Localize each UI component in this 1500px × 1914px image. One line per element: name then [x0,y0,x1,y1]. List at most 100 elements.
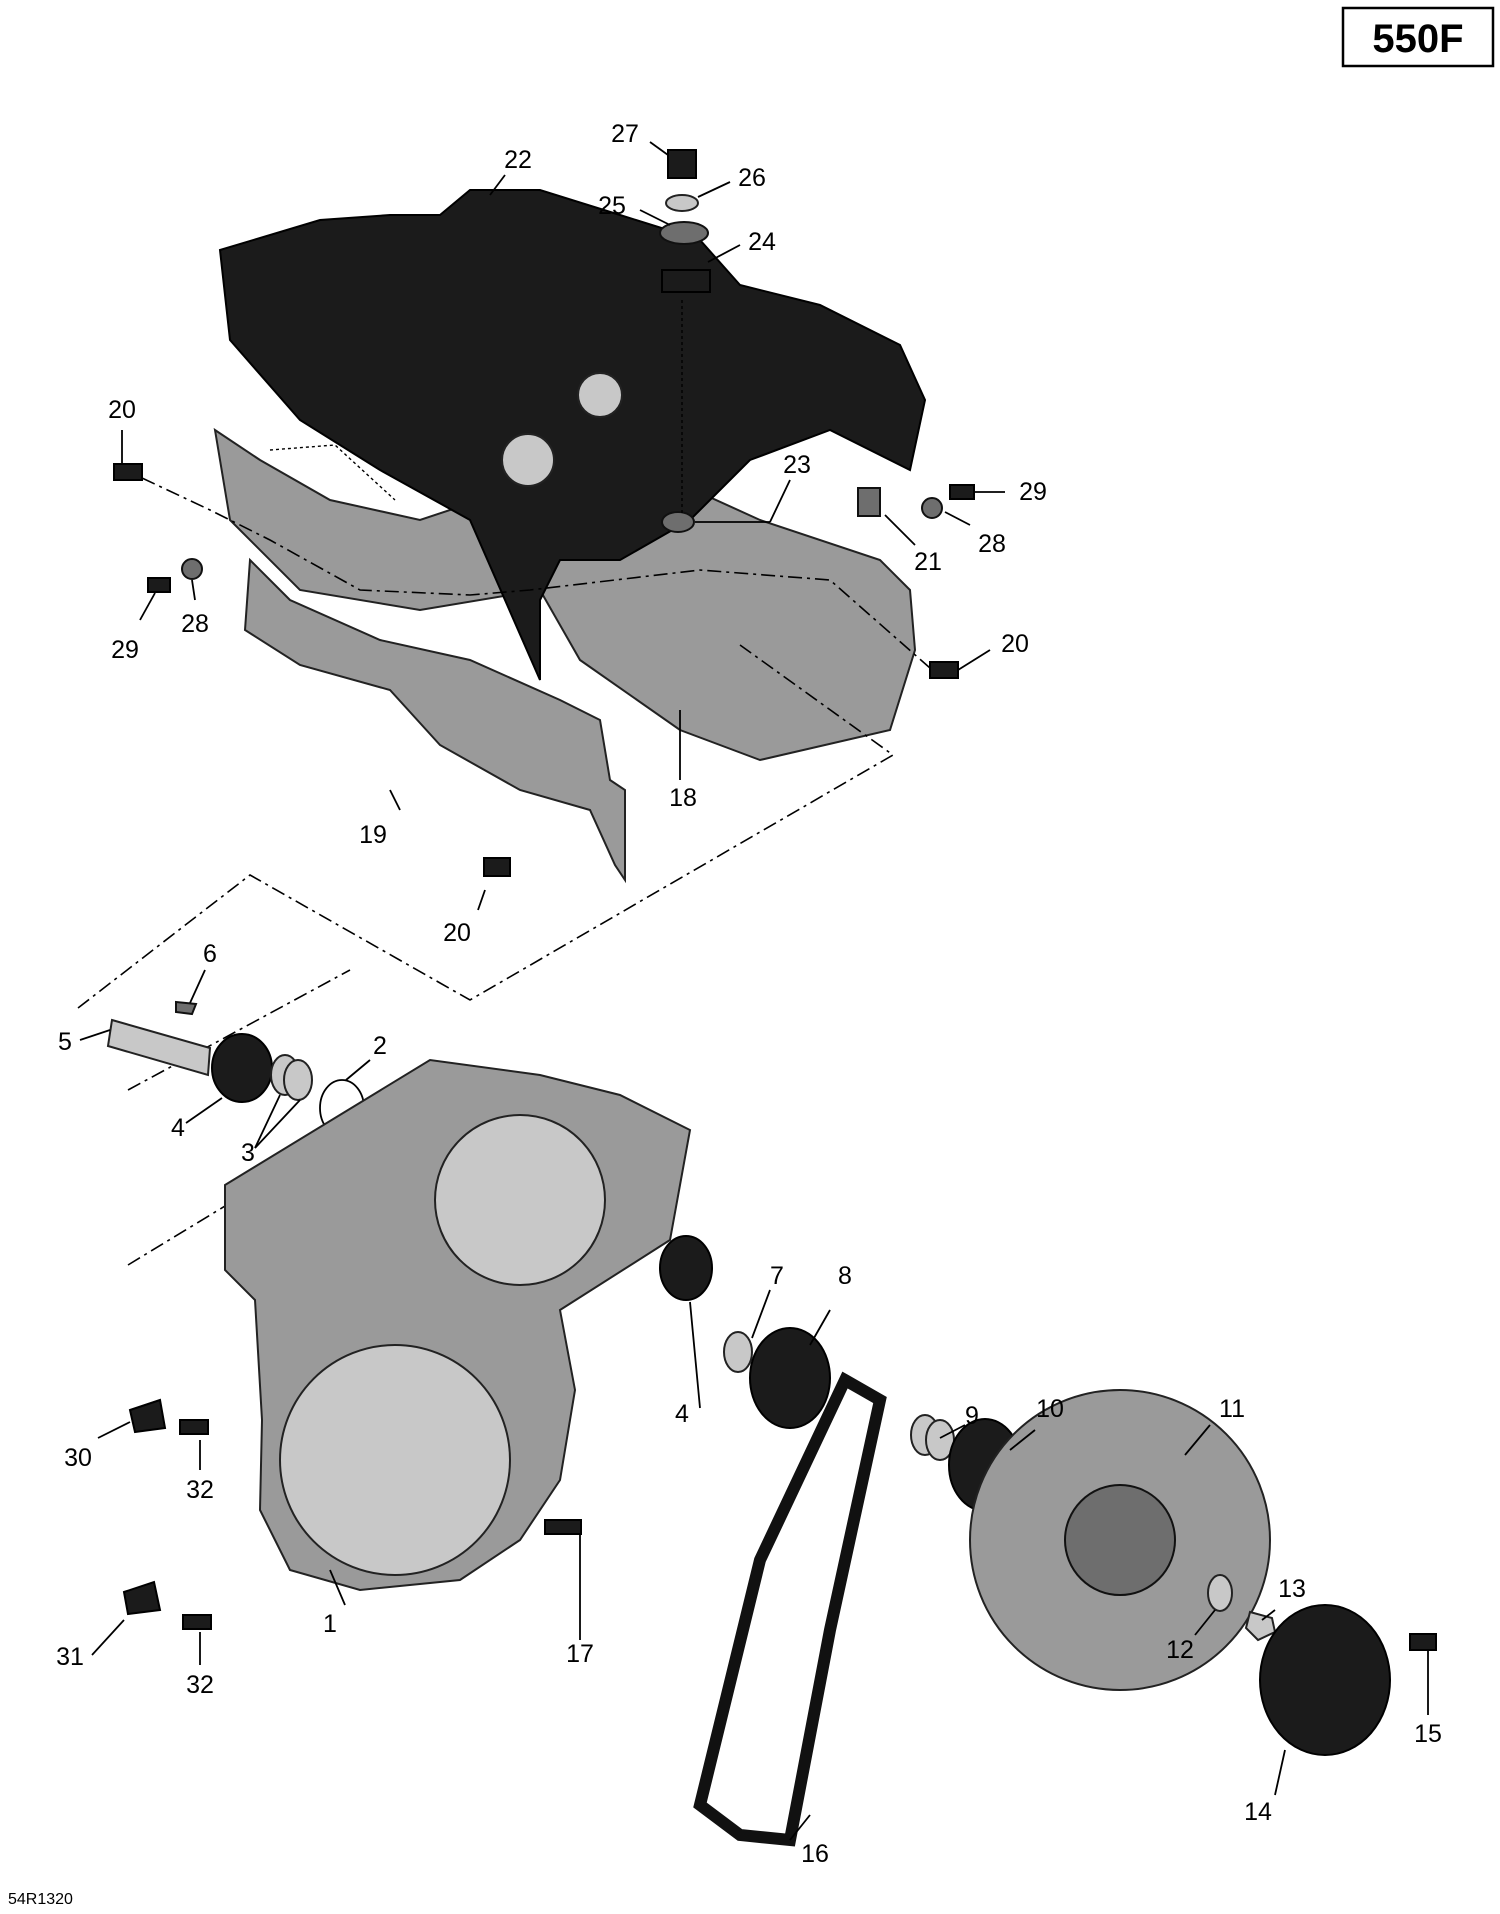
callout-8: 8 [838,1262,852,1290]
part-5-shaft [106,1018,212,1077]
leader-27 [649,141,669,156]
part-16-belt [693,1371,887,1847]
leader-1 [329,1569,346,1606]
part-28-washer-left [181,558,203,580]
leader-19 [389,789,401,811]
callout-18: 18 [669,784,697,812]
part-28-washer-right [921,497,943,519]
callout-5: 5 [58,1028,72,1056]
assembly-line-30 [127,969,351,1091]
leader-13 [1261,1609,1276,1621]
part-30-clamp [128,1398,167,1434]
leader-lines [79,141,1429,1841]
brp-logo-gear-icon [501,433,555,487]
callout-28-right: 28 [978,530,1006,558]
leader-16 [789,1814,811,1841]
cover-hole [577,372,623,418]
callout-14: 14 [1244,1798,1272,1826]
callouts: 1 2 3 4 4 5 6 7 8 9 10 11 12 13 14 15 16… [56,120,1442,1868]
callout-20-right: 20 [1001,630,1029,658]
leader-25 [639,209,671,226]
callout-19: 19 [359,821,387,849]
leader-12 [1194,1609,1216,1636]
leader-20c [477,889,486,911]
leader-23b [769,479,791,523]
callout-3: 3 [241,1139,255,1167]
part-15-screw [1409,1633,1437,1651]
leader-3a [254,1094,281,1149]
callout-26: 26 [738,164,766,192]
leader-22 [489,174,506,196]
badge-text: 550F [1372,17,1463,61]
callout-28-left: 28 [181,610,209,638]
callout-13: 13 [1278,1575,1306,1603]
leader-6 [189,969,206,1004]
callout-30: 30 [64,1444,92,1472]
part-13-nut [1244,1610,1277,1642]
callout-31: 31 [56,1643,84,1671]
leader-24 [707,244,741,263]
fan-hub [1064,1484,1176,1596]
leader-29b [139,592,156,621]
part-14-cap [1259,1604,1391,1756]
callout-10: 10 [1036,1395,1064,1423]
model-badge: 550F [1341,6,1495,68]
housing-lower-opening [279,1344,511,1576]
callout-12: 12 [1166,1636,1194,1664]
callout-20-left: 20 [108,396,136,424]
callout-6: 6 [203,940,217,968]
callout-25: 25 [598,192,626,220]
assembly-line-top [141,477,931,669]
callout-9: 9 [965,1402,979,1430]
callout-17: 17 [566,1640,594,1668]
part-7-washer [723,1331,753,1373]
part-6-key [175,1000,198,1016]
callout-4-upper: 4 [171,1114,185,1142]
leader-7 [751,1289,771,1339]
leader-10 [1009,1429,1036,1451]
leader-4b [689,1301,701,1409]
part-20-screw-left [113,463,143,481]
part-31-clamp [122,1580,162,1616]
part-25-washer [659,221,709,245]
part-26-washer [665,194,699,212]
badge-frame [1341,6,1495,68]
callout-22: 22 [504,146,532,174]
part-3-ring-b [283,1059,313,1101]
leader-4a [185,1097,223,1124]
leader-3b [254,1099,301,1149]
callout-24: 24 [748,228,776,256]
callout-21: 21 [914,548,942,576]
leader-31 [91,1619,125,1656]
part-4-bearing-lower [659,1235,713,1301]
part-23-grommet [661,511,695,533]
leader-2 [345,1059,371,1081]
reference-code: 54R1320 [8,1891,73,1908]
part-18-grey-shroud [213,427,917,762]
part-20-screw-bottom [483,857,511,877]
part-32-screw-lower [182,1614,212,1630]
leader-9 [939,1424,966,1439]
callout-29-right: 29 [1019,478,1047,506]
part-27-bolt [667,149,697,179]
callout-15: 15 [1414,1720,1442,1748]
part-4-bearing-upper [211,1033,273,1103]
leader-11 [1184,1424,1211,1456]
leader-8 [809,1309,831,1346]
callout-4-lower: 4 [675,1400,689,1428]
callout-32-upper: 32 [186,1476,214,1504]
leader-28b [191,579,196,601]
part-17-screw [544,1519,582,1535]
callout-23: 23 [783,451,811,479]
callout-7: 7 [770,1262,784,1290]
callout-11: 11 [1219,1395,1245,1423]
part-20-screw-right [929,661,959,679]
part-22-black-cover [218,189,927,681]
callout-20-bottom: 20 [443,919,471,947]
housing-drum-opening [434,1114,606,1286]
leader-28a [944,511,971,526]
part-21-clip [857,487,881,517]
leader-20b [957,649,991,671]
part-29-screw-right [949,484,975,500]
